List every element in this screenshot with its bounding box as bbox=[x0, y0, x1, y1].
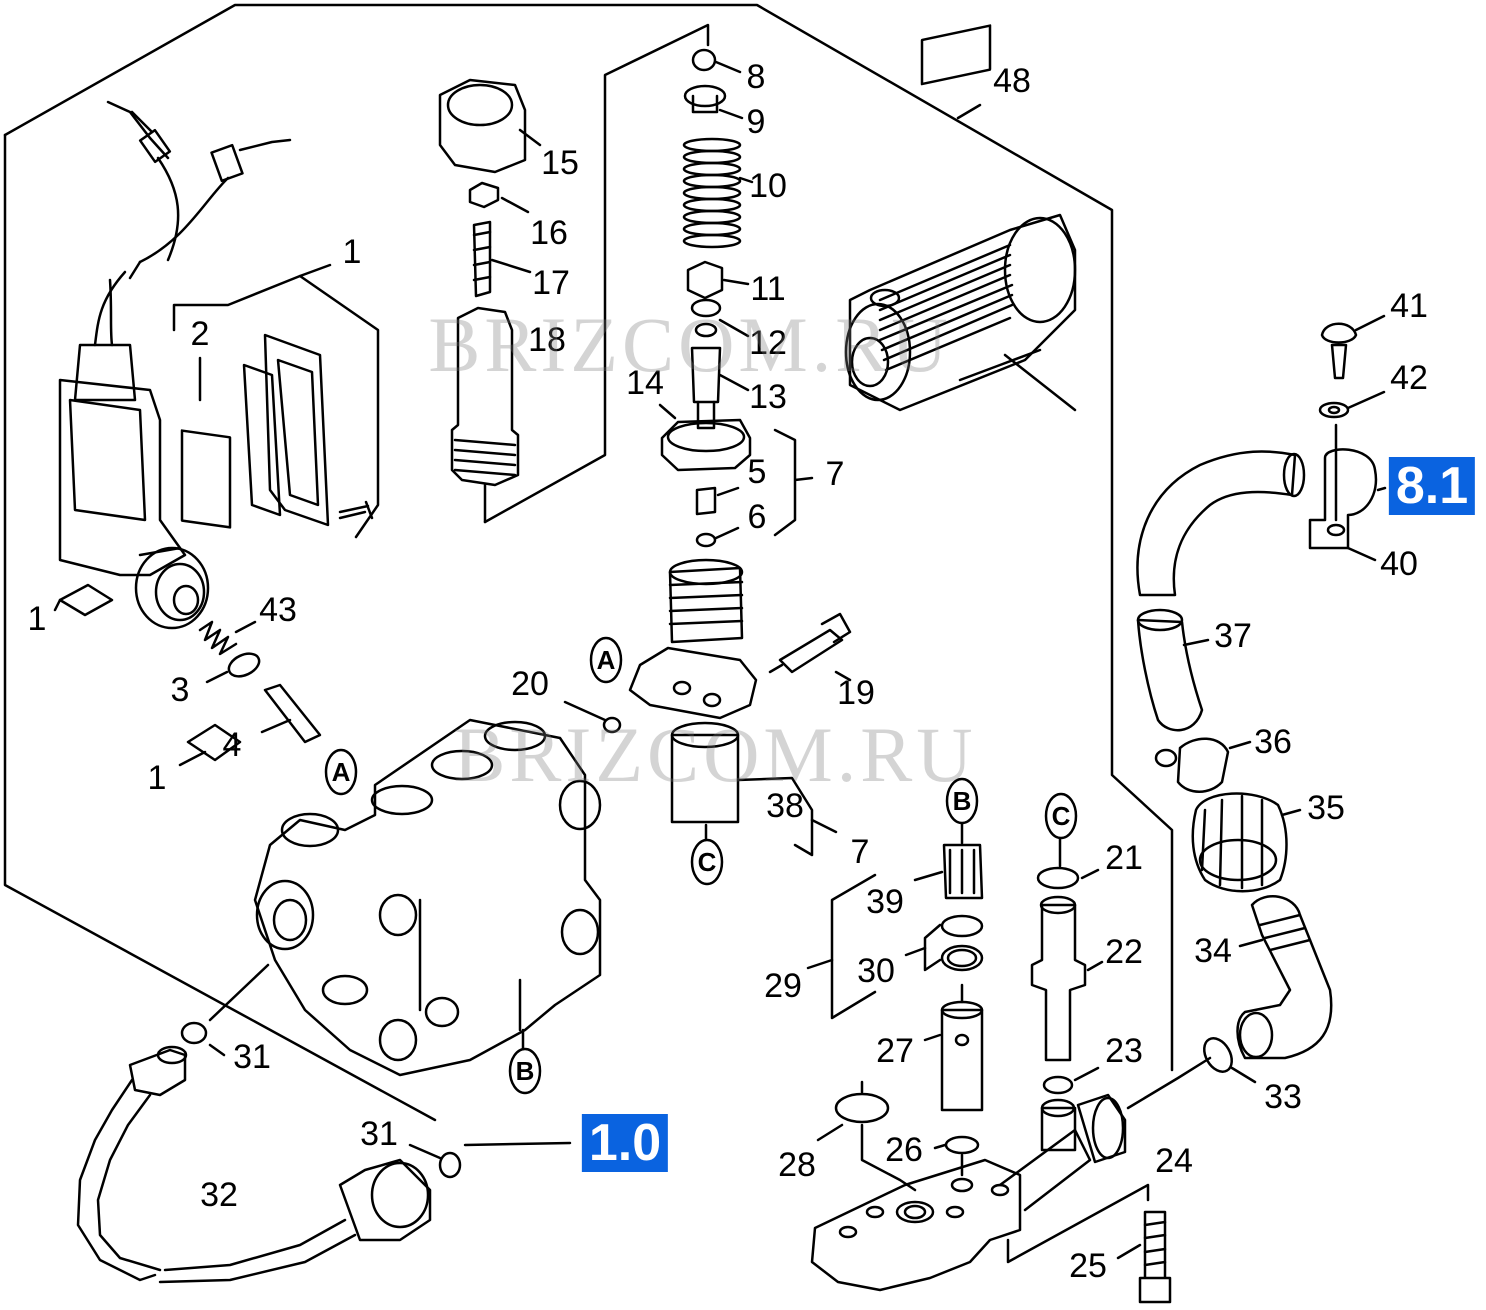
elbow-hose bbox=[1136, 450, 1297, 597]
hose-fitting bbox=[1236, 895, 1333, 1060]
marker-circle bbox=[690, 838, 724, 886]
valve-block bbox=[253, 718, 602, 1077]
marker-circle bbox=[945, 777, 979, 825]
marker-letter: C bbox=[1052, 801, 1071, 831]
valve-tube bbox=[1030, 903, 1087, 1062]
marker-letter: B bbox=[516, 1056, 535, 1086]
threaded-fitting bbox=[668, 566, 744, 644]
manifold-block bbox=[810, 1093, 1127, 1292]
hex-nut bbox=[468, 181, 500, 209]
bolt bbox=[778, 612, 852, 674]
valve-pin bbox=[263, 683, 322, 744]
check-valve bbox=[942, 843, 984, 900]
connection-marker: C bbox=[690, 838, 724, 886]
assembly-outline-left bbox=[3, 133, 437, 1122]
valve-insert bbox=[940, 1008, 984, 1112]
connection-marker: A bbox=[324, 748, 358, 796]
marker-letter: B bbox=[953, 786, 972, 816]
coupling-nut bbox=[1191, 792, 1288, 893]
cover-screw bbox=[338, 500, 374, 520]
spring bbox=[198, 620, 238, 656]
motor-pump-unit bbox=[844, 24, 1077, 412]
compression-spring bbox=[682, 137, 742, 249]
high-pressure-hose bbox=[76, 1045, 432, 1284]
lock-ring bbox=[660, 418, 752, 472]
marker-letter: A bbox=[597, 645, 616, 675]
union-nut bbox=[438, 78, 527, 174]
connection-marker: A bbox=[589, 636, 623, 684]
marker-letter: A bbox=[332, 757, 351, 787]
spring-seat bbox=[683, 84, 727, 108]
valve-stem bbox=[690, 346, 722, 404]
hose-clamp bbox=[1176, 737, 1230, 793]
hose-section bbox=[1136, 618, 1204, 732]
reference-markers: A A B B C C bbox=[324, 636, 1078, 1095]
marker-circle bbox=[324, 748, 358, 796]
marker-circle bbox=[589, 636, 623, 684]
o-ring bbox=[227, 652, 261, 678]
connection-marker: B bbox=[945, 777, 979, 825]
pressure-switch-housing bbox=[58, 100, 292, 630]
threaded-rod bbox=[472, 220, 492, 298]
gasket bbox=[242, 363, 282, 517]
connection-marker: B bbox=[508, 1047, 542, 1095]
outlet-tube bbox=[670, 733, 740, 824]
valve-body bbox=[450, 306, 520, 487]
screw bbox=[1320, 322, 1358, 380]
micro-switch bbox=[180, 429, 232, 529]
marker-letter: C bbox=[698, 847, 717, 877]
cap-screw bbox=[1138, 1210, 1172, 1304]
marker-circle bbox=[508, 1047, 542, 1095]
marker-circle bbox=[1044, 792, 1078, 840]
piston bbox=[686, 260, 724, 300]
flange bbox=[628, 646, 758, 720]
connection-marker: C bbox=[1044, 792, 1078, 840]
cover-plate bbox=[263, 333, 330, 527]
pump-group-bracket bbox=[483, 23, 710, 524]
nozzle bbox=[695, 486, 717, 516]
assembly-outline bbox=[3, 3, 1174, 1072]
ball bbox=[691, 48, 717, 72]
pipe-clamp bbox=[1308, 448, 1378, 550]
